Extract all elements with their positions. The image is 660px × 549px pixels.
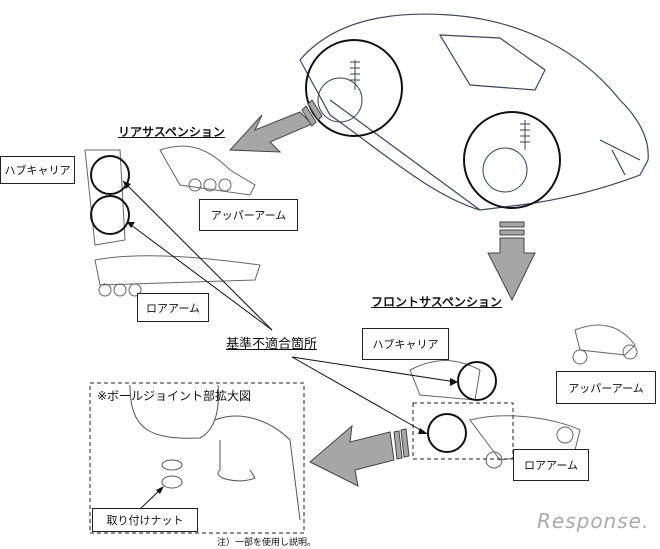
arrow-to-detail <box>309 424 410 487</box>
rear-hub-defect-circle <box>90 155 130 195</box>
front-upper-arm-label: アッパーアーム <box>556 371 656 404</box>
rear-spring-icon <box>350 60 360 90</box>
nut-arrowhead <box>156 486 164 494</box>
front-suspension-title: フロントサスペンション <box>371 295 502 309</box>
rear-lower-defect-circle <box>90 195 130 235</box>
rear-wheel-callout-circle <box>305 39 403 137</box>
response-watermark-logo: Response. <box>537 509 650 533</box>
car-illustration <box>299 13 649 211</box>
front-lower-arm-label: ロアアーム <box>513 449 589 481</box>
rear-upper-arm-label: アッパーアーム <box>199 199 298 231</box>
nonconformity-label: 基準不適合箇所 <box>226 337 318 352</box>
arrow-to-front <box>487 221 536 302</box>
front-hub-defect-circle <box>457 361 497 401</box>
detail-dashed-frame <box>89 382 305 534</box>
leader-lines <box>122 180 457 433</box>
rear-hub-carrier-label: ハブキャリア <box>0 156 75 184</box>
footnote: 注）一部を使用し説明。 <box>217 538 317 548</box>
leader-arrowheads <box>123 181 458 434</box>
front-spring-icon <box>520 120 530 150</box>
front-suspension-parts <box>409 324 638 469</box>
arrow-to-rear <box>228 99 323 153</box>
rear-wheel-icon <box>317 77 363 123</box>
front-hub-carrier-label: ハブキャリア <box>362 328 449 360</box>
nut-label: 取り付けナット <box>92 508 198 532</box>
detail-title: ※ボールジョイント部拡大図 <box>97 389 252 403</box>
front-wheel-callout-circle <box>463 111 561 209</box>
front-balljoint-dashed-frame <box>412 402 514 460</box>
rear-lower-arm-label: ロアアーム <box>137 293 209 322</box>
front-wheel-icon <box>482 147 528 193</box>
front-lower-defect-circle <box>427 413 467 453</box>
rear-suspension-parts <box>84 145 261 297</box>
rear-suspension-title: リアサスペンション <box>118 125 225 139</box>
balljoint-detail-parts <box>129 384 301 521</box>
